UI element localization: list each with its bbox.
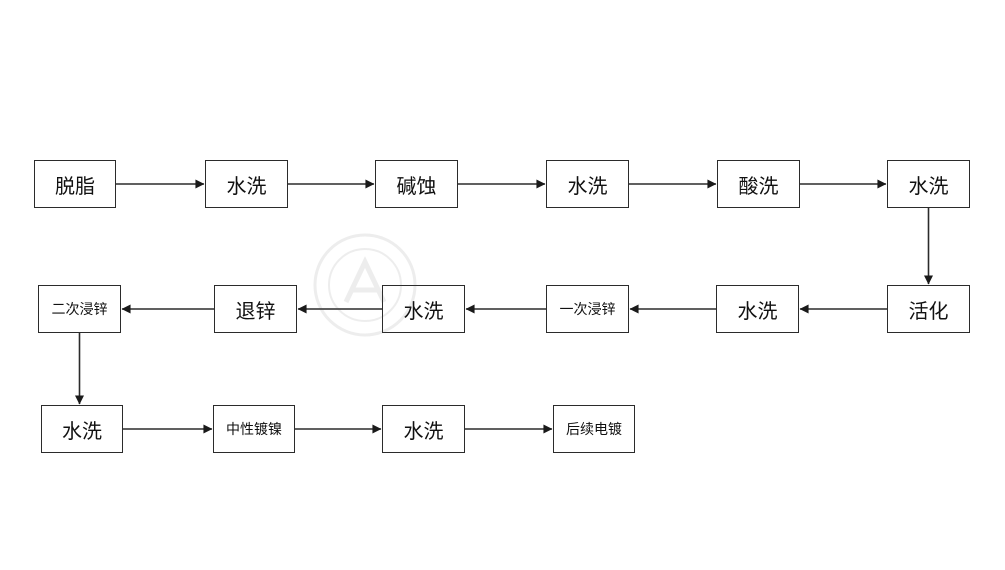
- node-zinc-stripping: 退锌: [214, 285, 297, 333]
- node-first-zinc-immersion: 一次浸锌: [546, 285, 629, 333]
- node-neutral-nickel-plating: 中性镀镍: [213, 405, 295, 453]
- node-second-zinc-immersion: 二次浸锌: [38, 285, 121, 333]
- node-water-wash-1: 水洗: [205, 160, 288, 208]
- node-subsequent-electroplating: 后续电镀: [553, 405, 635, 453]
- node-water-wash-4: 水洗: [716, 285, 799, 333]
- node-activation: 活化: [887, 285, 970, 333]
- node-alkali-etching: 碱蚀: [375, 160, 458, 208]
- node-degreasing: 脱脂: [34, 160, 116, 208]
- node-water-wash-6: 水洗: [41, 405, 123, 453]
- node-acid-wash: 酸洗: [717, 160, 800, 208]
- node-water-wash-7: 水洗: [382, 405, 465, 453]
- node-water-wash-5: 水洗: [382, 285, 465, 333]
- node-water-wash-2: 水洗: [546, 160, 629, 208]
- node-water-wash-3: 水洗: [887, 160, 970, 208]
